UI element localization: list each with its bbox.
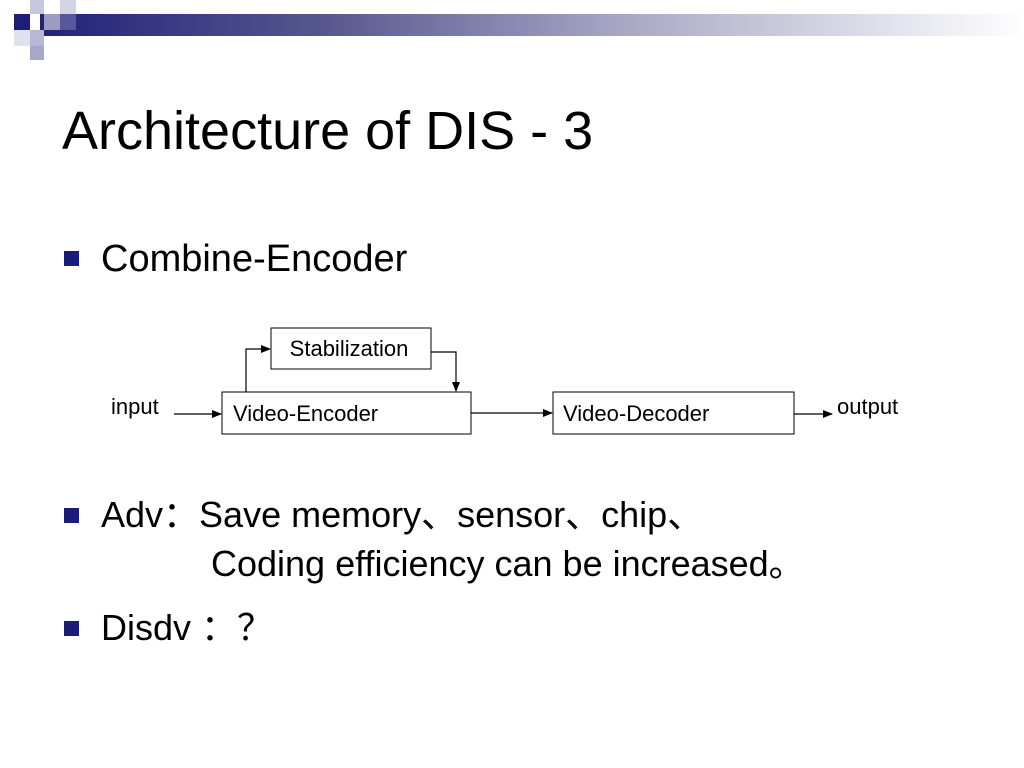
encoder-to-stabilization-arrow (245, 345, 271, 392)
square-bullet-icon (64, 621, 79, 636)
video-decoder-block (552, 391, 795, 435)
stabilization-block (270, 327, 432, 370)
slide-title: Architecture of DIS - 3 (62, 101, 594, 161)
header-decoration (0, 0, 1024, 64)
bullet-text: Combine-Encoder (101, 238, 408, 280)
bullet-text: Disdv ：？ (101, 607, 274, 648)
square-bullet-icon (64, 251, 79, 266)
video-decoder-label: Video-Decoder (563, 401, 709, 426)
video-encoder-block (221, 391, 472, 435)
bullet-continuation-text: Coding efficiency can be increased。 (211, 543, 805, 584)
video-encoder-label: Video-Encoder (233, 401, 378, 426)
decor-square (60, 0, 76, 14)
input-label: input (111, 394, 159, 419)
output-label: output (837, 394, 898, 419)
square-bullet-icon (64, 508, 79, 523)
decor-square (44, 14, 60, 30)
decor-square (14, 30, 30, 46)
stabilization-label: Stabilization (290, 336, 409, 361)
decor-square (60, 14, 76, 30)
stabilization-to-encoder-arrow (431, 351, 460, 392)
bullet-text: Adv：Save memory、sensor、chip、 (101, 494, 704, 535)
header-gradient-band (40, 14, 1024, 36)
decor-square (30, 0, 44, 14)
decor-square (30, 46, 44, 60)
decor-square (14, 14, 30, 30)
decor-square (30, 30, 44, 46)
